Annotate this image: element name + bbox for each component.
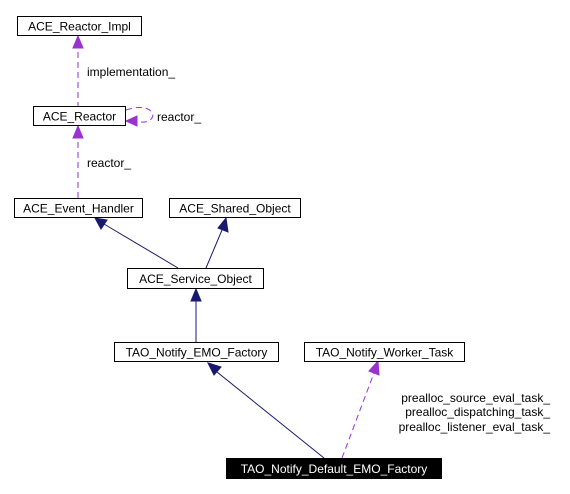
inherit-edge-shared-object bbox=[205, 229, 223, 269]
inherit-arrowhead-emo-factory bbox=[207, 362, 222, 376]
node-tao-notify-default-emo-factory[interactable]: TAO_Notify_Default_EMO_Factory bbox=[226, 458, 442, 479]
usage-edge-reactor-self bbox=[125, 106, 154, 123]
usage-arrowhead-implementation bbox=[72, 34, 84, 49]
node-label-tao-notify-emo-factory: TAO_Notify_EMO_Factory bbox=[126, 346, 268, 360]
node-label-tao-notify-worker-task: TAO_Notify_Worker_Task bbox=[316, 346, 455, 360]
node-label-tao-notify-default-emo-factory: TAO_Notify_Default_EMO_Factory bbox=[241, 462, 428, 476]
node-label-ace-service-object: ACE_Service_Object bbox=[139, 272, 252, 286]
usage-arrowhead-reactor-self bbox=[124, 115, 138, 127]
node-ace-event-handler[interactable]: ACE_Event_Handler bbox=[14, 198, 143, 218]
inherit-edge-emo-factory bbox=[216, 371, 325, 459]
node-ace-reactor[interactable]: ACE_Reactor bbox=[33, 106, 126, 126]
edge-label-implementation: implementation_ bbox=[87, 65, 175, 79]
node-ace-service-object[interactable]: ACE_Service_Object bbox=[127, 268, 264, 289]
edge-label-reactor-self: reactor_ bbox=[157, 110, 201, 124]
node-ace-shared-object[interactable]: ACE_Shared_Object bbox=[169, 198, 301, 218]
usage-arrowhead-worker-task bbox=[368, 359, 380, 376]
usage-arrowhead-reactor-handler bbox=[72, 124, 84, 139]
edge-label-reactor-handler: reactor_ bbox=[87, 156, 131, 170]
node-label-ace-reactor: ACE_Reactor bbox=[43, 110, 116, 124]
inherit-edge-event-handler bbox=[103, 223, 179, 269]
usage-edge-worker-task bbox=[341, 372, 375, 459]
edge-label-prealloc-listener: prealloc_listener_eval_task_ bbox=[399, 420, 551, 434]
node-tao-notify-emo-factory[interactable]: TAO_Notify_EMO_Factory bbox=[114, 342, 279, 362]
inherit-arrowhead-event-handler bbox=[94, 217, 108, 230]
edge-label-prealloc-dispatching: prealloc_dispatching_task_ bbox=[405, 405, 550, 419]
edge-label-prealloc-source: prealloc_source_eval_task_ bbox=[401, 391, 550, 405]
node-tao-notify-worker-task[interactable]: TAO_Notify_Worker_Task bbox=[304, 342, 465, 362]
inherit-arrowhead-shared-object bbox=[217, 216, 229, 233]
node-ace-reactor-impl[interactable]: ACE_Reactor_Impl bbox=[17, 16, 142, 36]
node-label-ace-reactor-impl: ACE_Reactor_Impl bbox=[28, 20, 131, 34]
inherit-arrowhead-service-object bbox=[190, 287, 202, 302]
node-label-ace-shared-object: ACE_Shared_Object bbox=[179, 202, 291, 216]
node-label-ace-event-handler: ACE_Event_Handler bbox=[23, 202, 134, 216]
